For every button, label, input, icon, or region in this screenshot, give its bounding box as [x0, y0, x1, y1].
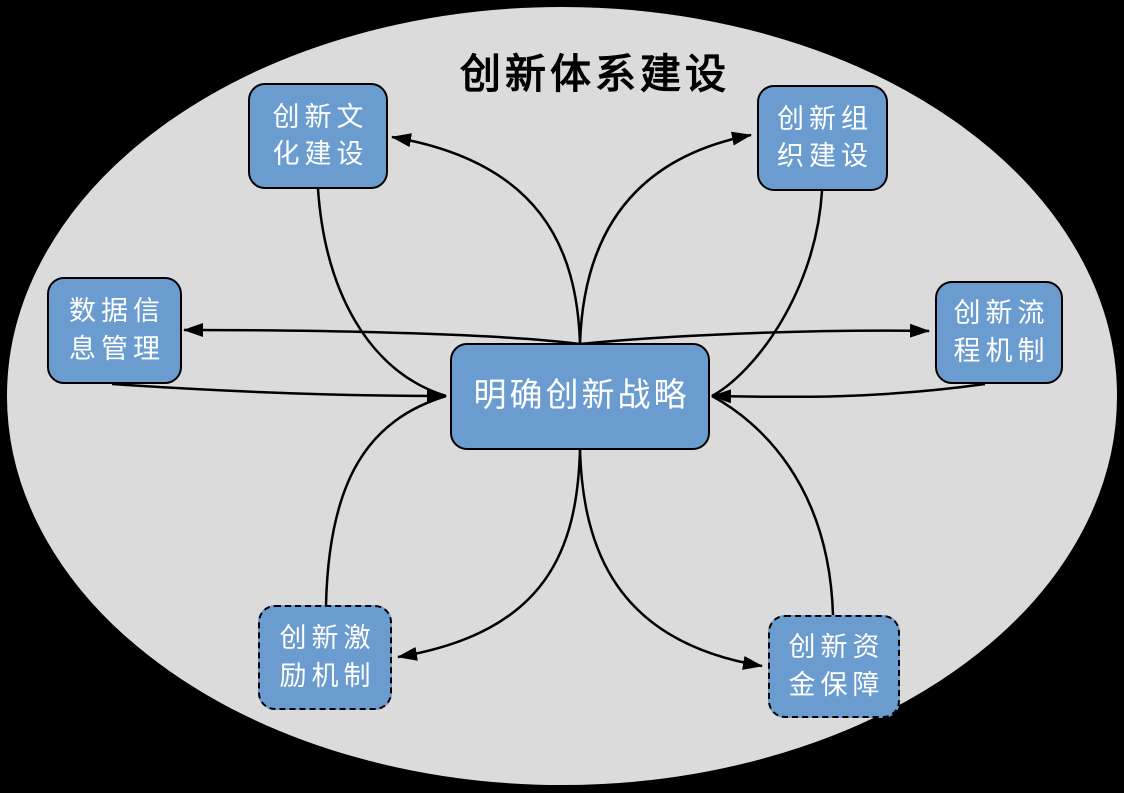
node-datainfo-label-line1: 数据信 — [69, 296, 165, 327]
arrow-center-to-process — [579, 323, 930, 346]
arrow-center-to-funding — [578, 449, 763, 670]
node-process-label-line1: 创新流 — [953, 298, 1050, 329]
arrow-organization-to-center — [711, 190, 824, 398]
node-organization: 创新组 织建设 — [757, 85, 888, 191]
node-culture-label-line2: 化建设 — [272, 139, 369, 169]
node-culture-label-line1: 创新文 — [272, 101, 369, 132]
node-datainfo-label-line2: 息管理 — [69, 333, 165, 364]
node-organization-label-line1: 创新组 — [777, 103, 873, 134]
arrow-culture-to-center — [316, 188, 447, 398]
node-funding-label-line1: 创新资 — [788, 632, 885, 663]
arrow-center-to-culture — [391, 133, 582, 345]
arrow-funding-to-center — [711, 394, 835, 616]
arrow-datainfo-to-center — [111, 382, 447, 403]
node-center-strategy: 明确创新战略 — [450, 343, 710, 450]
node-datainfo: 数据信 息管理 — [47, 277, 182, 384]
diagram-title: 创新体系建设 — [460, 51, 730, 97]
node-incentive: 创新激 励机制 — [258, 605, 392, 710]
node-funding: 创新资 金保障 — [768, 615, 900, 718]
node-process: 创新流 程机制 — [935, 281, 1063, 384]
node-center-strategy-label: 明确创新战略 — [473, 377, 690, 414]
node-process-label-line2: 程机制 — [953, 335, 1050, 366]
node-incentive-label-line1: 创新激 — [279, 623, 376, 654]
arrow-center-to-datainfo — [183, 323, 581, 346]
arrow-incentive-to-center — [324, 394, 447, 606]
arrow-center-to-incentive — [397, 449, 582, 661]
node-organization-label-line2: 织建设 — [777, 141, 873, 171]
arrow-process-to-center — [711, 382, 986, 404]
node-culture: 创新文 化建设 — [248, 83, 388, 189]
node-incentive-label-line2: 励机制 — [279, 660, 376, 691]
arrow-center-to-organization — [578, 131, 752, 345]
node-funding-label-line2: 金保障 — [788, 669, 885, 700]
